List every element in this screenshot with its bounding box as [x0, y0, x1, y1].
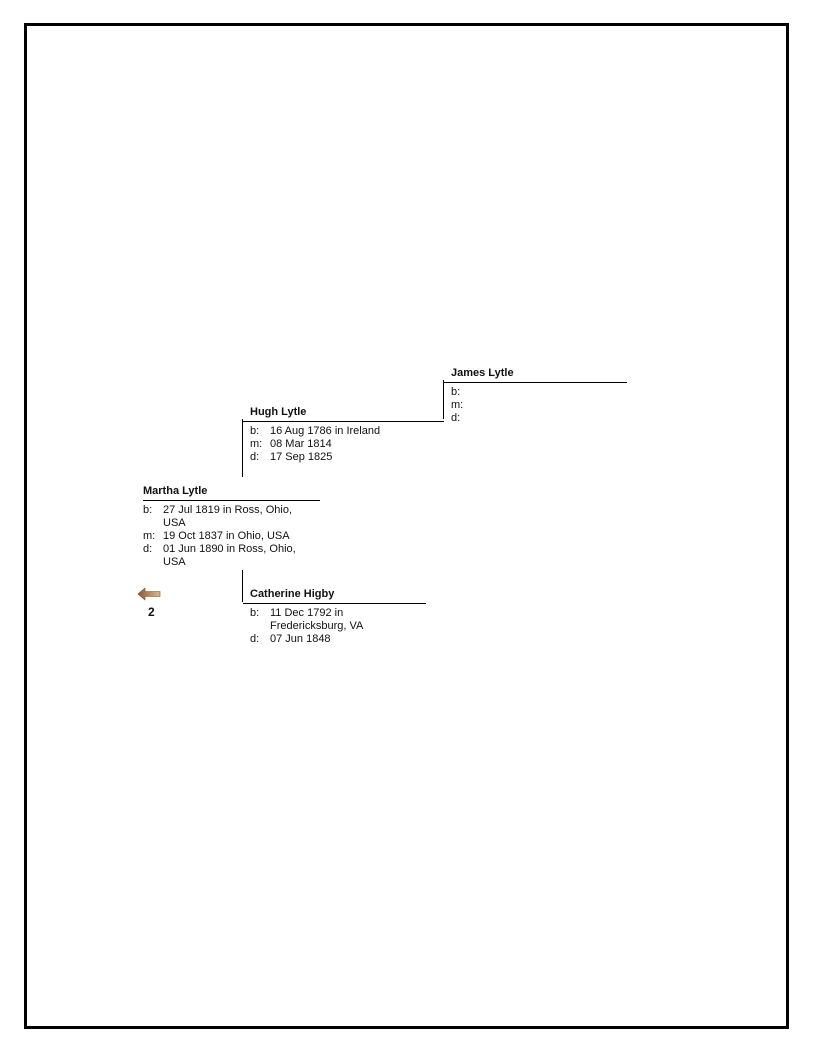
person-martha-lytle[interactable]: Martha Lytle b: 27 Jul 1819 in Ross, Ohi…	[143, 485, 320, 569]
person-name[interactable]: James Lytle	[444, 367, 627, 383]
fact-death: d: 01 Jun 1890 in Ross, Ohio, USA	[143, 543, 308, 569]
connector-martha-to-hugh	[242, 419, 243, 477]
person-name[interactable]: Hugh Lytle	[243, 406, 444, 422]
left-arrow-icon[interactable]	[137, 587, 161, 601]
left-arrow-icon-svg	[137, 587, 161, 601]
fact-value: 08 Mar 1814	[270, 438, 332, 450]
connector-martha-to-catherine	[242, 570, 243, 602]
fact-marriage: m: 08 Mar 1814	[250, 438, 444, 451]
fact-marriage: m:	[451, 399, 627, 412]
fact-value: 19 Oct 1837 in Ohio, USA	[163, 530, 290, 542]
fact-label: b:	[451, 386, 461, 398]
fact-value: 16 Aug 1786 in Ireland	[270, 425, 381, 437]
fact-birth: b: 27 Jul 1819 in Ross, Ohio, USA	[143, 504, 308, 530]
fact-label: d:	[143, 543, 153, 555]
fact-value: 27 Jul 1819 in Ross, Ohio, USA	[163, 504, 293, 529]
person-name[interactable]: Catherine Higby	[243, 588, 426, 604]
page-border	[24, 23, 789, 1029]
fact-label: d:	[451, 412, 461, 424]
back-page-number[interactable]: 2	[148, 605, 155, 619]
person-catherine-higby[interactable]: Catherine Higby b: 11 Dec 1792 in Freder…	[243, 588, 426, 646]
fact-birth: b: 11 Dec 1792 in Fredericksburg, VA	[250, 607, 380, 633]
person-hugh-lytle[interactable]: Hugh Lytle b: 16 Aug 1786 in Ireland m: …	[243, 406, 444, 464]
fact-label: b:	[250, 607, 260, 619]
fact-label: d:	[250, 451, 260, 463]
fact-death: d: 07 Jun 1848	[250, 633, 380, 646]
fact-label: m:	[143, 530, 156, 542]
fact-birth: b:	[451, 386, 627, 399]
fact-value: 01 Jun 1890 in Ross, Ohio, USA	[163, 543, 296, 568]
fact-label: b:	[250, 425, 260, 437]
fact-label: m:	[451, 399, 464, 411]
fact-value: 17 Sep 1825	[270, 451, 333, 463]
person-james-lytle[interactable]: James Lytle b: m: d:	[444, 367, 627, 425]
fact-value	[471, 399, 627, 412]
person-name[interactable]: Martha Lytle	[143, 485, 320, 501]
fact-value	[471, 386, 627, 399]
fact-label: d:	[250, 633, 260, 645]
fact-label: b:	[143, 504, 153, 516]
fact-death: d: 17 Sep 1825	[250, 451, 444, 464]
connector-hugh-to-james	[443, 380, 444, 419]
fact-label: m:	[250, 438, 263, 450]
fact-marriage: m: 19 Oct 1837 in Ohio, USA	[143, 530, 308, 543]
fact-death: d:	[451, 412, 627, 425]
fact-value: 11 Dec 1792 in Fredericksburg, VA	[270, 607, 364, 632]
fact-value: 07 Jun 1848	[270, 633, 331, 645]
fact-value	[471, 412, 627, 425]
fact-birth: b: 16 Aug 1786 in Ireland	[250, 425, 444, 438]
